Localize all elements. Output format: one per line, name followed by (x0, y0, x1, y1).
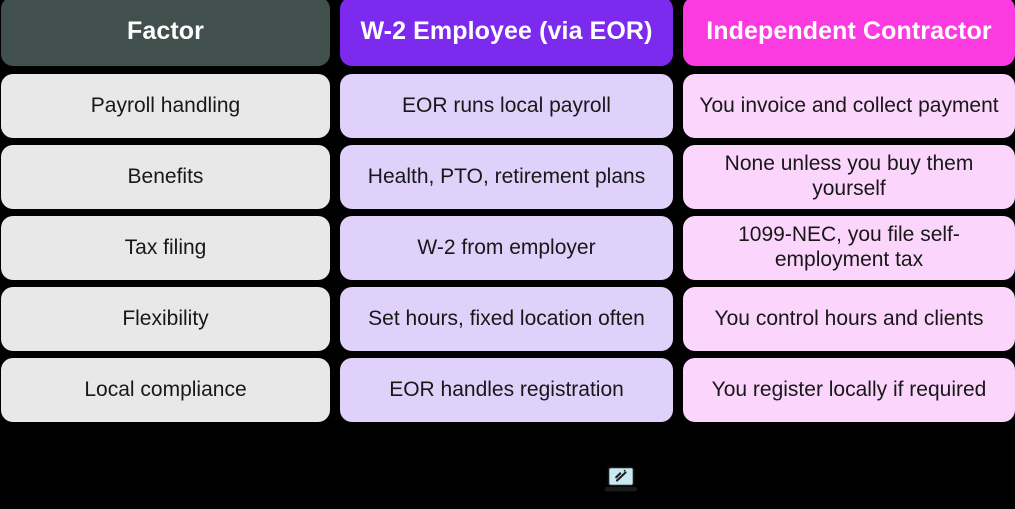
cell-factor: Local compliance (1, 358, 330, 422)
table-row: Flexibility Set hours, fixed location of… (1, 287, 1015, 351)
table-row: Local compliance EOR handles registratio… (1, 358, 1015, 422)
laptop-icon (604, 466, 638, 494)
cell-contractor: You register locally if required (683, 358, 1015, 422)
table-row: Benefits Health, PTO, retirement plans N… (1, 145, 1015, 209)
cell-employee: W-2 from employer (340, 216, 673, 280)
cell-employee: EOR runs local payroll (340, 74, 673, 138)
column-header-factor: Factor (1, 0, 330, 66)
cell-employee: Set hours, fixed location often (340, 287, 673, 351)
cell-contractor: You invoice and collect payment (683, 74, 1015, 138)
table-header-row: Factor W-2 Employee (via EOR) Independen… (1, 0, 1015, 66)
cell-employee: Health, PTO, retirement plans (340, 145, 673, 209)
column-header-employee: W-2 Employee (via EOR) (340, 0, 673, 66)
cell-contractor: You control hours and clients (683, 287, 1015, 351)
comparison-table: Factor W-2 Employee (via EOR) Independen… (1, 0, 1015, 422)
cell-factor: Flexibility (1, 287, 330, 351)
cell-factor: Payroll handling (1, 74, 330, 138)
cell-employee: EOR handles registration (340, 358, 673, 422)
table-row: Payroll handling EOR runs local payroll … (1, 74, 1015, 138)
cell-factor: Benefits (1, 145, 330, 209)
cell-contractor: None unless you buy them yourself (683, 145, 1015, 209)
column-header-contractor: Independent Contractor (683, 0, 1015, 66)
cell-contractor: 1099-NEC, you file self-employment tax (683, 216, 1015, 280)
table-row: Tax filing W-2 from employer 1099-NEC, y… (1, 216, 1015, 280)
cell-factor: Tax filing (1, 216, 330, 280)
